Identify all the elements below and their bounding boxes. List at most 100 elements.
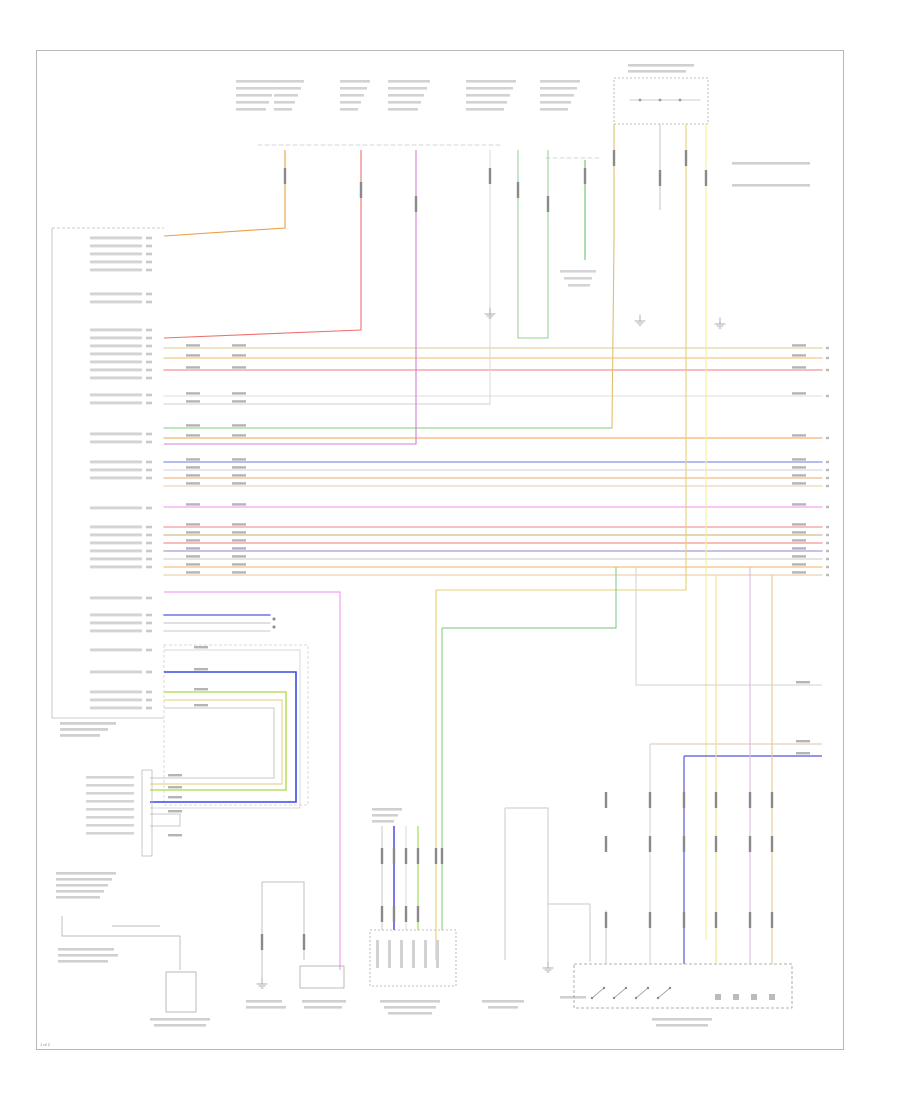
bcm-pin-number (146, 698, 152, 702)
wire-label-mark (380, 906, 384, 922)
bcm-pin-label (90, 460, 142, 464)
wire-label-mark (792, 482, 806, 485)
wire-label-mark (283, 168, 287, 184)
switch-label (540, 87, 577, 90)
wire-label-mark (186, 523, 200, 526)
bcm-pin-number (146, 613, 152, 617)
junction-block-label (236, 108, 266, 111)
power-module-label (466, 87, 513, 90)
wire-label-mark (186, 539, 200, 542)
wire-label-mark (232, 482, 246, 485)
wire-label-mark (583, 168, 587, 184)
fuse-label (340, 94, 364, 97)
door-switch (299, 965, 345, 989)
bcm-outline (51, 228, 164, 719)
page-ref-mark (826, 573, 829, 577)
wire-label-mark (194, 704, 208, 707)
bcm-pin-label (90, 629, 142, 633)
bcm-pin-number (146, 292, 152, 296)
module-wire (140, 935, 181, 970)
wire-label-mark (232, 503, 246, 506)
component-label (482, 1000, 524, 1003)
harness-wire (635, 567, 822, 686)
module-led (769, 994, 775, 1000)
fuse-label (388, 108, 418, 111)
wire-label-mark (792, 531, 806, 534)
module-label (372, 808, 402, 811)
module-wire (505, 807, 549, 962)
bcm-pin-number (146, 268, 152, 272)
switch-terminal (612, 996, 616, 1000)
wire-label-mark (704, 170, 708, 186)
splice-dot (272, 617, 276, 621)
wire-label-mark (194, 668, 208, 671)
switch-label (540, 94, 574, 97)
module-led (751, 994, 757, 1000)
bcm-name-label (60, 722, 116, 725)
component-label (384, 1006, 436, 1009)
connector-pin-label (86, 832, 134, 835)
bcm-pin-label (90, 393, 142, 397)
bcm-pin-label (90, 670, 142, 674)
component-label (560, 996, 586, 999)
wire-label-mark (488, 168, 492, 184)
wire-label-mark (792, 434, 806, 437)
wire-label-mark (168, 834, 182, 837)
wire-label-mark (714, 836, 718, 852)
wire-label-mark (186, 344, 200, 347)
fuse-label (340, 80, 370, 83)
green-wire (442, 567, 617, 629)
wire-label-mark (748, 836, 752, 852)
grey-wire (150, 707, 275, 779)
switch-terminal (646, 986, 650, 990)
module-pin-label (412, 940, 415, 968)
module-pin-label (400, 940, 403, 968)
wire-label-mark (404, 848, 408, 864)
bcm-pin-number (146, 244, 152, 248)
bcm-pin-number (146, 549, 152, 553)
bcm-pin-number (146, 460, 152, 464)
wire-label-mark (186, 458, 200, 461)
wire-label-mark (232, 434, 246, 437)
bcm-pin-label (90, 440, 142, 444)
wire-label-mark (186, 531, 200, 534)
bcm-pin-label (90, 557, 142, 561)
wire-label-mark (416, 848, 420, 864)
feed-wire (163, 150, 362, 339)
page-ref-mark (826, 394, 829, 398)
module-label (58, 960, 108, 963)
bcm-pin-label (90, 468, 142, 472)
central-module (369, 929, 457, 987)
component-label (488, 1006, 518, 1009)
wire-label-mark (682, 836, 686, 852)
switch-contact (657, 987, 671, 999)
wire-label-mark (186, 392, 200, 395)
bcm-pin-number (146, 368, 152, 372)
feed-wire (164, 150, 417, 445)
wire-label-mark (792, 458, 806, 461)
wire-label-mark (168, 796, 182, 799)
bcm-pin-label (90, 648, 142, 652)
bcm-pin-label (90, 352, 142, 356)
connector-pin-label (86, 816, 134, 819)
bcm-pin-label (90, 698, 142, 702)
junction-block-label (236, 94, 272, 97)
wire-label-mark (232, 531, 246, 534)
bcm-name-label (60, 728, 108, 731)
bcm-pin-number (146, 706, 152, 710)
wire-label-mark (186, 482, 200, 485)
bcm-pin-number (146, 670, 152, 674)
wire-label-mark (648, 792, 652, 808)
module-led (715, 994, 721, 1000)
component-label (304, 1006, 342, 1009)
switch-label (540, 101, 571, 104)
switch-terminal (602, 986, 606, 990)
wire-label-mark (612, 150, 616, 166)
fuse-label (274, 108, 292, 111)
ground-label (568, 284, 590, 287)
component-label (656, 1024, 708, 1027)
power-module-label (466, 108, 504, 111)
wire-label-mark (186, 474, 200, 477)
wire-label-mark (232, 366, 246, 369)
wire-label-mark (796, 681, 810, 684)
